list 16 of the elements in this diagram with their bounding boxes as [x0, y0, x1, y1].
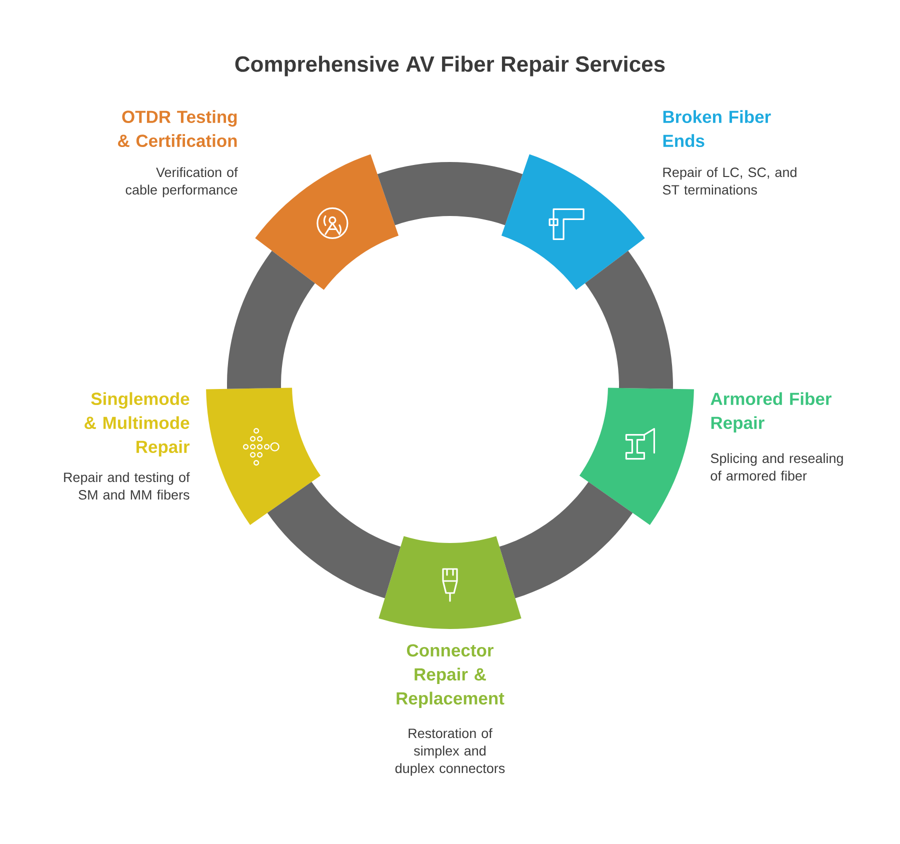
heading: Broken Fiber Ends — [663, 110, 771, 148]
ring-arc — [499, 482, 633, 598]
description: Verification of cable performance — [126, 167, 238, 198]
description: Splicing and resealing of armored fiber — [710, 453, 843, 481]
description: Repair of LC, SC, and ST terminations — [662, 167, 796, 195]
heading: Connector Repair & Replacement — [396, 644, 504, 708]
ring-arc — [584, 250, 673, 389]
ring-arc — [267, 482, 401, 598]
ring-arc — [227, 250, 316, 389]
description: Repair and testing of SM and MM fibers — [64, 472, 190, 500]
title: Comprehensive AV Fiber Repair Services — [235, 56, 665, 76]
heading: OTDR Testing & Certification — [118, 110, 237, 148]
description: Restoration of simplex and duplex connectors — [395, 728, 505, 776]
heading: Armored Fiber Repair — [710, 392, 832, 433]
ring-arc — [377, 162, 523, 226]
heading: Singlemode & Multimode Repair — [84, 392, 190, 457]
